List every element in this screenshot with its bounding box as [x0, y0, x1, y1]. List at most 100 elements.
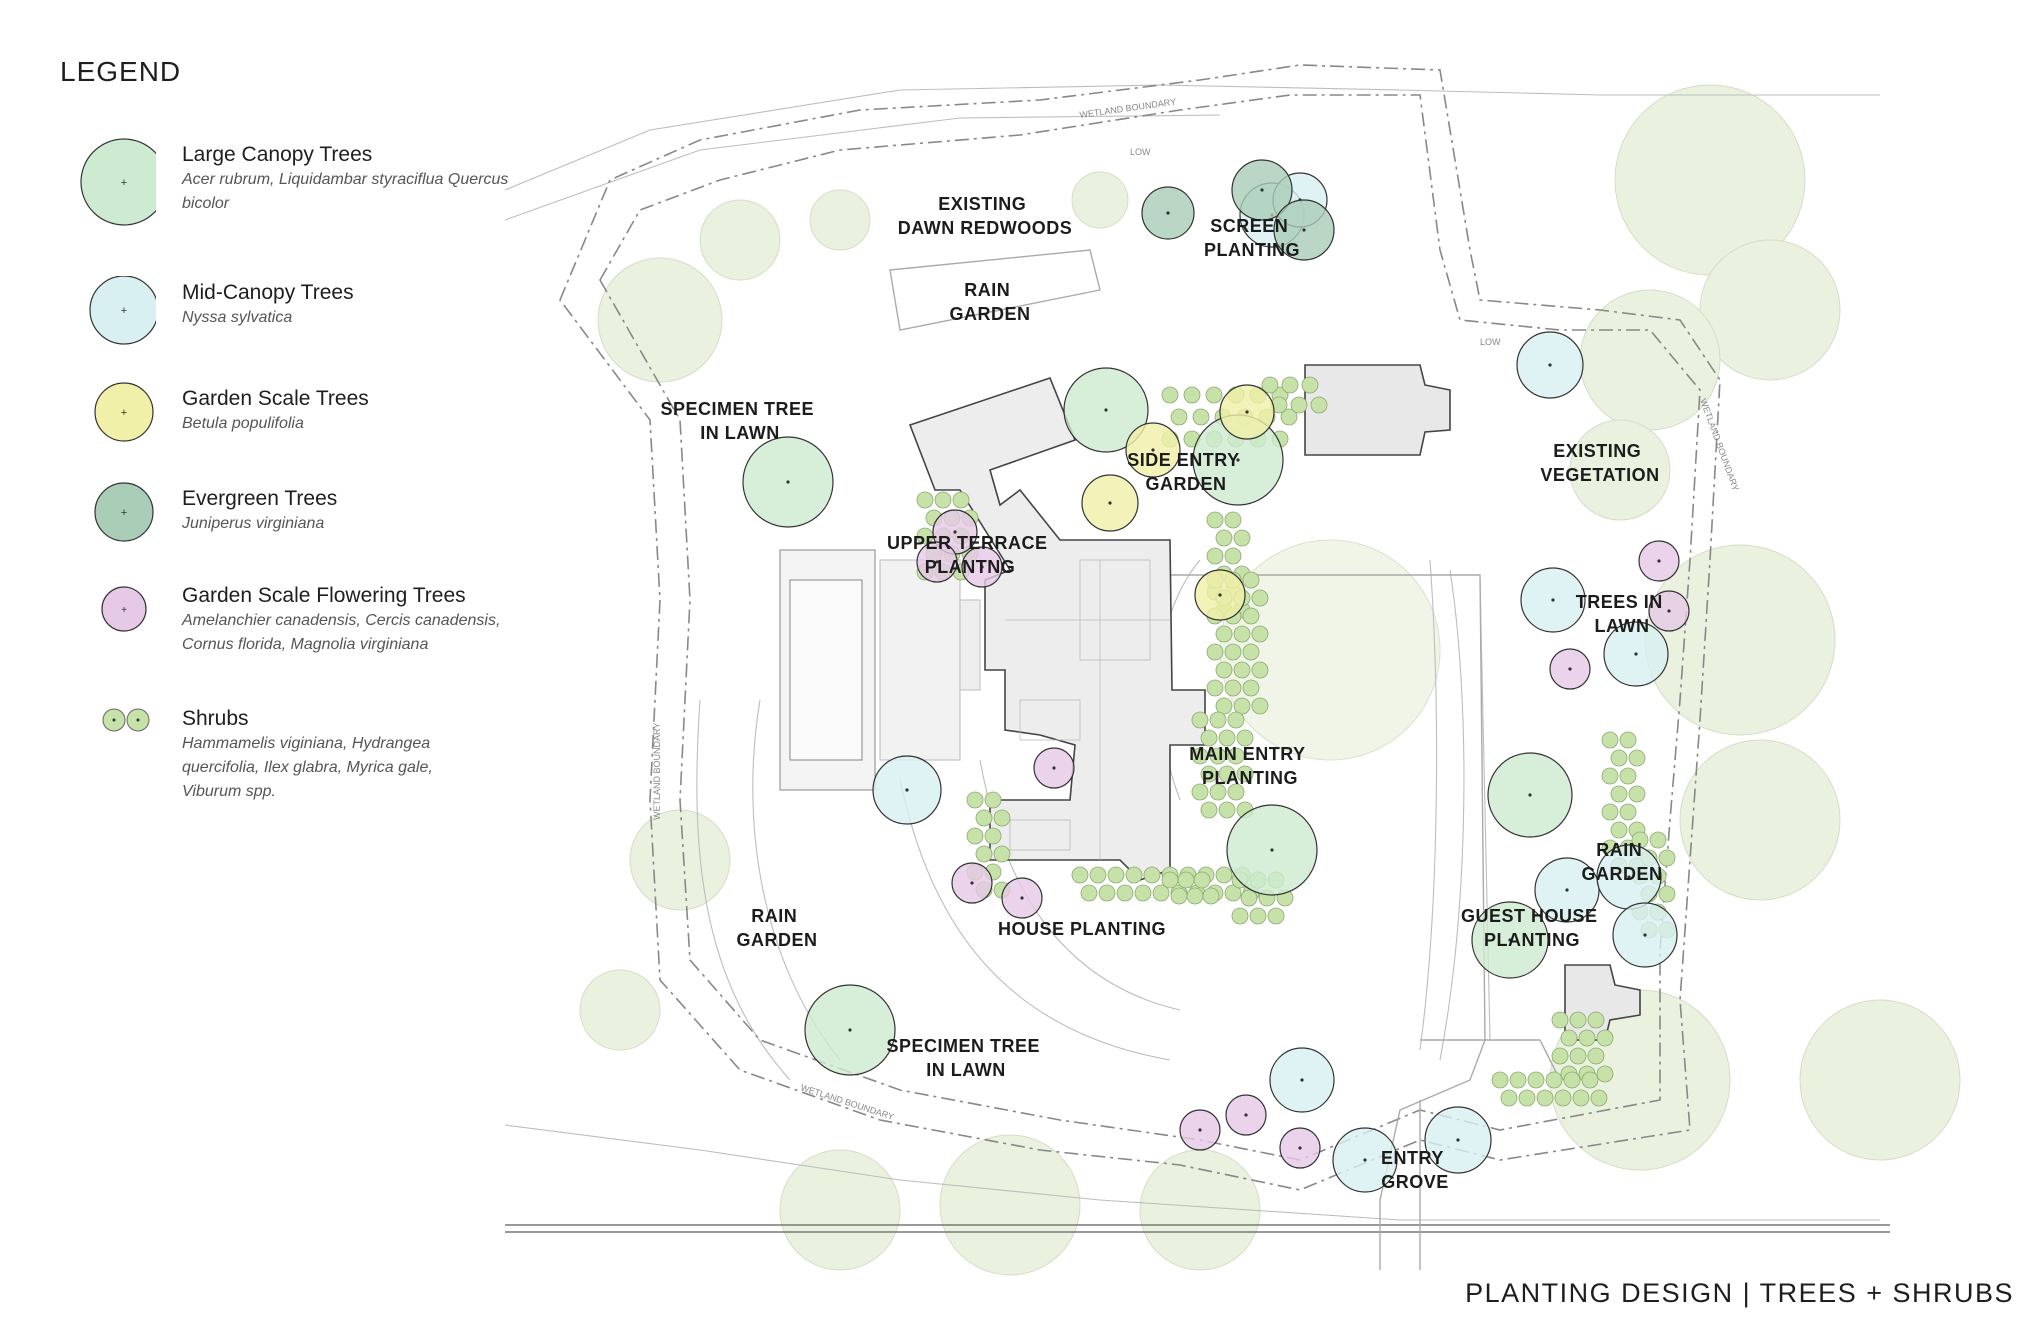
shrub-symbol [975, 845, 993, 863]
shrub-symbol [1206, 643, 1224, 661]
shrub-symbol [975, 809, 993, 827]
shrub-symbol [1610, 785, 1628, 803]
shrub-symbol [1280, 408, 1298, 426]
tree-center-mark [1166, 211, 1170, 215]
legend-name: Garden Scale Trees [182, 387, 369, 410]
label-main-entry: MAIN ENTRY PLANTING [1189, 744, 1311, 788]
plan-labels: EXISTING DAWN REDWOODS SCREEN PLANTING R… [660, 194, 1662, 1192]
tree-center-mark [1456, 1138, 1460, 1142]
legend-name: Mid-Canopy Trees [182, 281, 354, 304]
shrub-symbol [1227, 711, 1245, 729]
shrub-symbol [1509, 1071, 1527, 1089]
shrub-symbol [1596, 1029, 1614, 1047]
existing-vegetation-layer [579, 84, 1961, 1276]
shrub-symbol [1215, 661, 1233, 679]
tree-center-mark [1643, 933, 1647, 937]
shrub-symbol [1601, 767, 1619, 785]
tree-center-mark [1218, 593, 1222, 597]
tree-center-mark [1108, 501, 1112, 505]
shrub-symbol [1170, 408, 1188, 426]
tree-center-mark [1198, 1128, 1202, 1132]
shrub-symbol [1161, 386, 1179, 404]
shrub-symbol [1224, 643, 1242, 661]
tree-center-mark [1565, 888, 1569, 892]
shrub-symbol [993, 809, 1011, 827]
legend-species: Acer rubrum, Liquidambar styraciflua Que… [182, 171, 509, 212]
shrub-symbol [1587, 1011, 1605, 1029]
tree-center-mark [1634, 652, 1638, 656]
svg-text:+: + [121, 507, 127, 519]
shrub-symbol [1249, 907, 1267, 925]
tree-center-mark [1298, 1146, 1302, 1150]
shrub-symbol [1251, 697, 1269, 715]
tree-center-mark [1667, 609, 1671, 613]
shrub-symbol [1628, 785, 1646, 803]
shrub-symbol [1224, 547, 1242, 565]
shrub-symbol [1310, 396, 1328, 414]
shrub-symbol [1206, 679, 1224, 697]
shrub-symbol [1209, 783, 1227, 801]
tree-center-mark [980, 565, 984, 569]
shrub-symbol [1281, 376, 1299, 394]
svg-text:+: + [121, 177, 127, 189]
shrub-symbol [1191, 747, 1209, 765]
label-specimen-tree-west: SPECIMEN TREE IN LAWN [660, 399, 819, 443]
shrub-symbol [1200, 765, 1218, 783]
flowering-tree-icon: + [101, 586, 147, 632]
shrub-symbol [1089, 866, 1107, 884]
shrub-symbol [1242, 679, 1260, 697]
shrub-symbol [1071, 866, 1089, 884]
shrub-symbol [984, 827, 1002, 845]
shrub-symbol [1601, 803, 1619, 821]
tree-center-mark [786, 480, 790, 484]
tree-center-mark [970, 881, 974, 885]
shrub-symbol [966, 791, 984, 809]
shrub-symbol [1191, 711, 1209, 729]
shrub-symbol [1251, 661, 1269, 679]
wetland-boundary-note: WETLAND BOUNDARY [799, 1082, 895, 1122]
tree-center-mark [1151, 448, 1155, 452]
shrub-symbol [1218, 729, 1236, 747]
mid-canopy-tree-icon: + [89, 276, 156, 345]
tree-center-mark [1548, 363, 1552, 367]
shrub-symbol [1107, 866, 1125, 884]
shrub-symbol [1610, 821, 1628, 839]
legend-name: Large Canopy Trees [182, 143, 373, 166]
shrub-symbol [1224, 679, 1242, 697]
tree-center-mark [953, 530, 957, 534]
label-specimen-tree-south: SPECIMEN TREE IN LAWN [886, 1036, 1045, 1080]
shrub-symbol [1628, 749, 1646, 767]
label-existing-vegetation: EXISTING VEGETATION [1540, 441, 1659, 485]
shrub-symbol [1206, 511, 1224, 529]
legend-species: Betula populifolia [182, 415, 304, 432]
shrub-symbol [1224, 511, 1242, 529]
legend-species: Amelanchier canadensis, Cercis canadensi… [182, 612, 501, 653]
shrub-symbol [1658, 849, 1676, 867]
shrub-symbol [1619, 731, 1637, 749]
shrub-symbol [1206, 547, 1224, 565]
shrub-symbol [1619, 767, 1637, 785]
tree-center-mark [848, 1028, 852, 1032]
page-title: PLANTING DESIGN | TREES + SHRUBS [1465, 1278, 2014, 1308]
tree-center-mark [1104, 408, 1108, 412]
shrub-symbol [1569, 1047, 1587, 1065]
shrub-symbol [1170, 887, 1188, 905]
shrub-symbol [993, 845, 1011, 863]
shrub-symbol [1116, 884, 1134, 902]
tree-center-mark [1236, 458, 1240, 462]
low-note: LOW [1480, 337, 1501, 347]
tree-layer [742, 159, 1690, 1193]
label-existing-redwoods: EXISTING DAWN REDWOODS [898, 194, 1073, 238]
shrub-symbol [966, 827, 984, 845]
shrub-symbol [1267, 907, 1285, 925]
legend-species: Hammamelis viginiana, Hydrangea quercifo… [182, 735, 433, 800]
pool-terrace [779, 549, 981, 791]
shrub-symbol [1161, 871, 1179, 889]
shrub-symbol [1200, 801, 1218, 819]
shrub-symbol [1572, 1089, 1590, 1107]
shrub-symbol [1227, 747, 1245, 765]
shrub-symbol [1545, 1071, 1563, 1089]
tree-center-mark [1302, 228, 1306, 232]
shrub-symbol [1491, 1071, 1509, 1089]
